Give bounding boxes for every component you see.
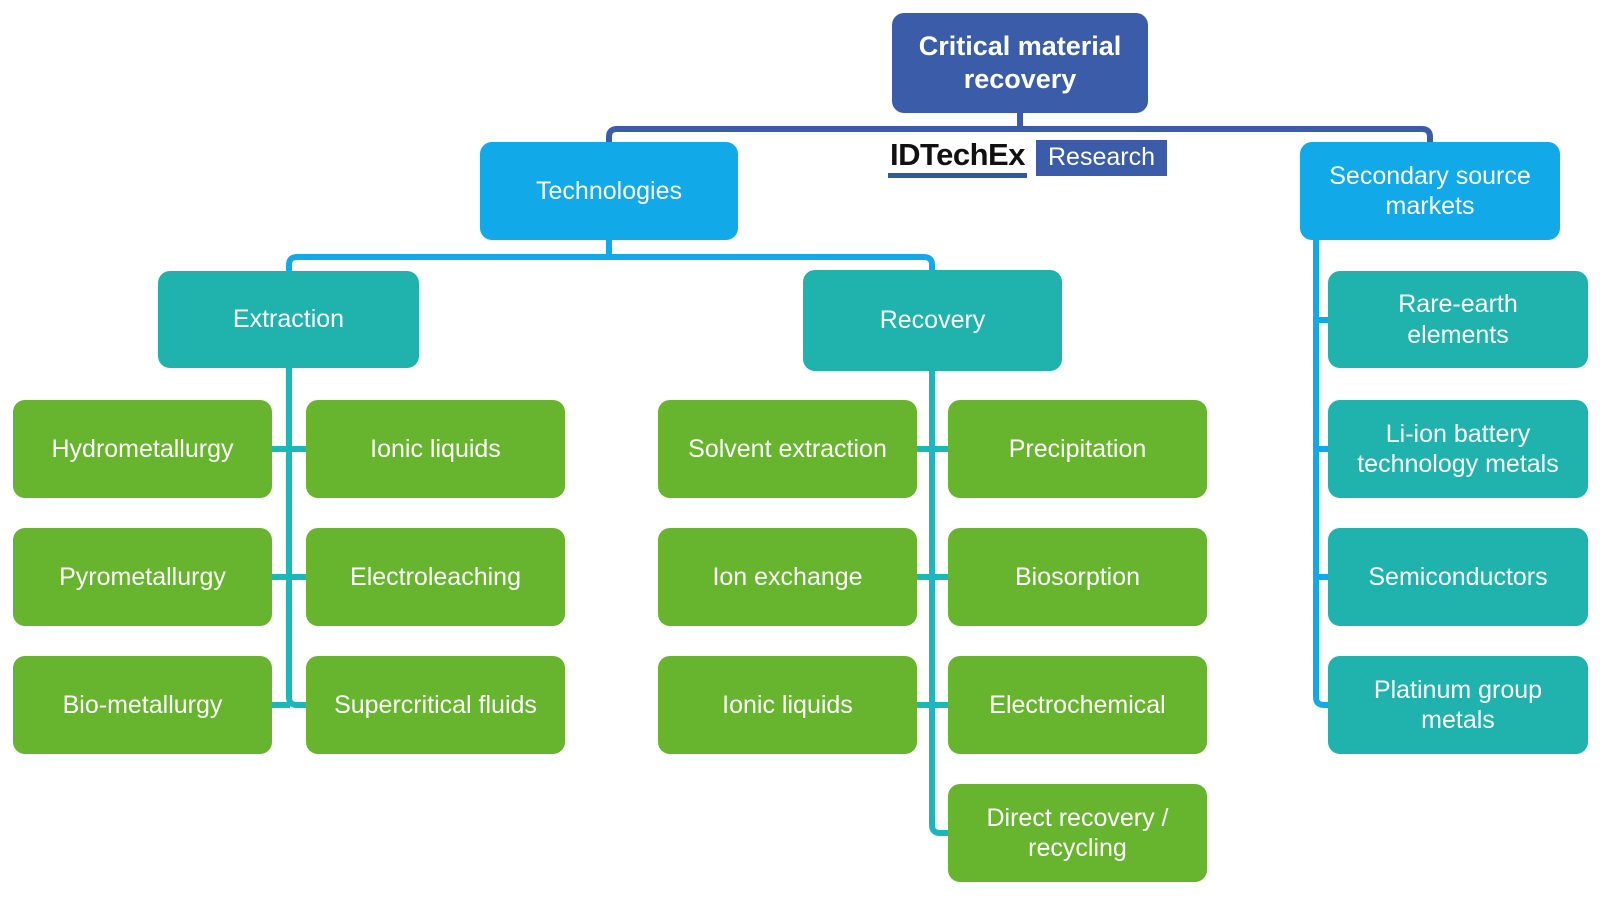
node-supercritical-fluids-label: Supercritical fluids [334, 690, 537, 719]
idtechex-brand-text: IDTechEx [888, 139, 1027, 178]
node-ion-exchange-label: Ion exchange [712, 562, 863, 591]
node-electroleaching: Electroleaching [306, 528, 565, 626]
node-secondary-source-markets-label: Secondary source markets [1329, 161, 1531, 221]
node-electrochemical-label: Electrochemical [989, 690, 1166, 719]
root-node-label: Critical material recovery [918, 31, 1122, 94]
node-ion-exchange: Ion exchange [658, 528, 917, 626]
idtechex-research-badge: Research [1035, 140, 1167, 176]
node-rare-earth-elements-label: Rare-earth elements [1398, 290, 1518, 349]
root-node-critical-material-recovery: Critical material recovery [892, 13, 1148, 113]
node-technologies-label: Technologies [536, 176, 682, 205]
node-ionic-liquids-recovery: Ionic liquids [658, 656, 917, 754]
idtechex-logo: IDTechEx Research [888, 139, 1167, 178]
node-ionic-liquids-recovery-label: Ionic liquids [722, 690, 853, 719]
node-rare-earth-elements: Rare-earth elements [1328, 271, 1588, 368]
node-extraction-label: Extraction [232, 305, 345, 334]
node-precipitation: Precipitation [948, 400, 1207, 498]
node-semiconductors: Semiconductors [1328, 528, 1588, 626]
node-technologies: Technologies [480, 142, 738, 240]
node-solvent-extraction: Solvent extraction [658, 400, 917, 498]
connector-secondary-trunk [1313, 238, 1330, 708]
node-hydrometallurgy-label: Hydrometallurgy [51, 434, 234, 463]
node-hydrometallurgy: Hydrometallurgy [13, 400, 272, 498]
node-electroleaching-label: Electroleaching [350, 562, 521, 591]
node-ionic-liquids-extraction-label: Ionic liquids [370, 434, 501, 463]
node-li-ion-battery-technology-metals: Li-ion battery technology metals [1328, 400, 1588, 498]
node-secondary-source-markets: Secondary source markets [1300, 142, 1560, 240]
node-electrochemical: Electrochemical [948, 656, 1207, 754]
node-pyrometallurgy: Pyrometallurgy [13, 528, 272, 626]
connector-root-to-branches [606, 126, 1433, 144]
node-precipitation-label: Precipitation [1008, 434, 1147, 463]
node-biosorption-label: Biosorption [1014, 562, 1141, 591]
node-li-ion-battery-technology-metals-label: Li-ion battery technology metals [1357, 419, 1559, 479]
node-direct-recovery-recycling: Direct recovery / recycling [948, 784, 1207, 882]
node-ionic-liquids-extraction: Ionic liquids [306, 400, 565, 498]
connector-extraction-trunk [286, 364, 308, 708]
node-recovery-label: Recovery [879, 306, 986, 335]
node-platinum-group-metals: Platinum group metals [1328, 656, 1588, 754]
connector-technologies-to-children [286, 254, 935, 274]
node-supercritical-fluids: Supercritical fluids [306, 656, 565, 754]
node-bio-metallurgy: Bio-metallurgy [13, 656, 272, 754]
node-solvent-extraction-label: Solvent extraction [688, 434, 887, 463]
node-direct-recovery-recycling-label: Direct recovery / recycling [986, 803, 1169, 863]
node-recovery: Recovery [803, 270, 1062, 371]
node-pyrometallurgy-label: Pyrometallurgy [59, 562, 226, 591]
node-biosorption: Biosorption [948, 528, 1207, 626]
connector-recovery-trunk [929, 368, 950, 836]
node-extraction: Extraction [158, 271, 419, 368]
node-semiconductors-label: Semiconductors [1368, 562, 1548, 591]
node-platinum-group-metals-label: Platinum group metals [1373, 675, 1543, 735]
node-bio-metallurgy-label: Bio-metallurgy [62, 690, 223, 719]
